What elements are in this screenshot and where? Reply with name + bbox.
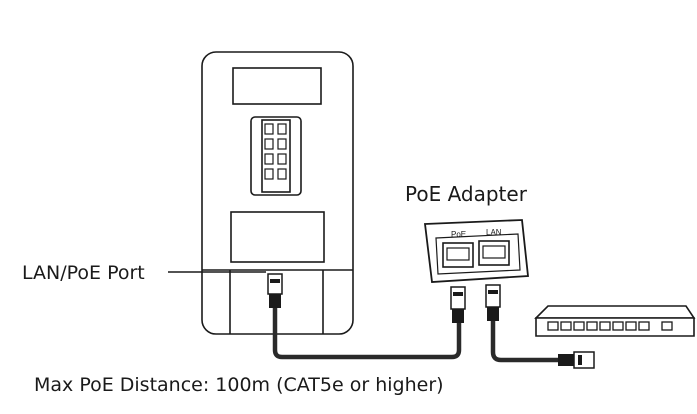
- adapter-lan-plug: [485, 284, 501, 321]
- lan-poe-port-label: LAN/PoE Port: [22, 262, 145, 284]
- access-point-device: [201, 51, 354, 335]
- poe-adapter-device: [423, 219, 529, 283]
- network-switch: [534, 305, 696, 337]
- adapter-poe-plug: [450, 286, 466, 323]
- lan-cable: [490, 321, 560, 363]
- adapter-poe-port-label: PoE: [451, 230, 466, 239]
- device-rj45-connector: [267, 273, 283, 308]
- poe-adapter-label: PoE Adapter: [405, 182, 527, 206]
- poe-cable: [272, 308, 462, 360]
- adapter-lan-port-label: LAN: [486, 228, 502, 237]
- switch-rj45-plug: [558, 351, 595, 369]
- max-distance-caption: Max PoE Distance: 100m (CAT5e or higher): [34, 374, 444, 396]
